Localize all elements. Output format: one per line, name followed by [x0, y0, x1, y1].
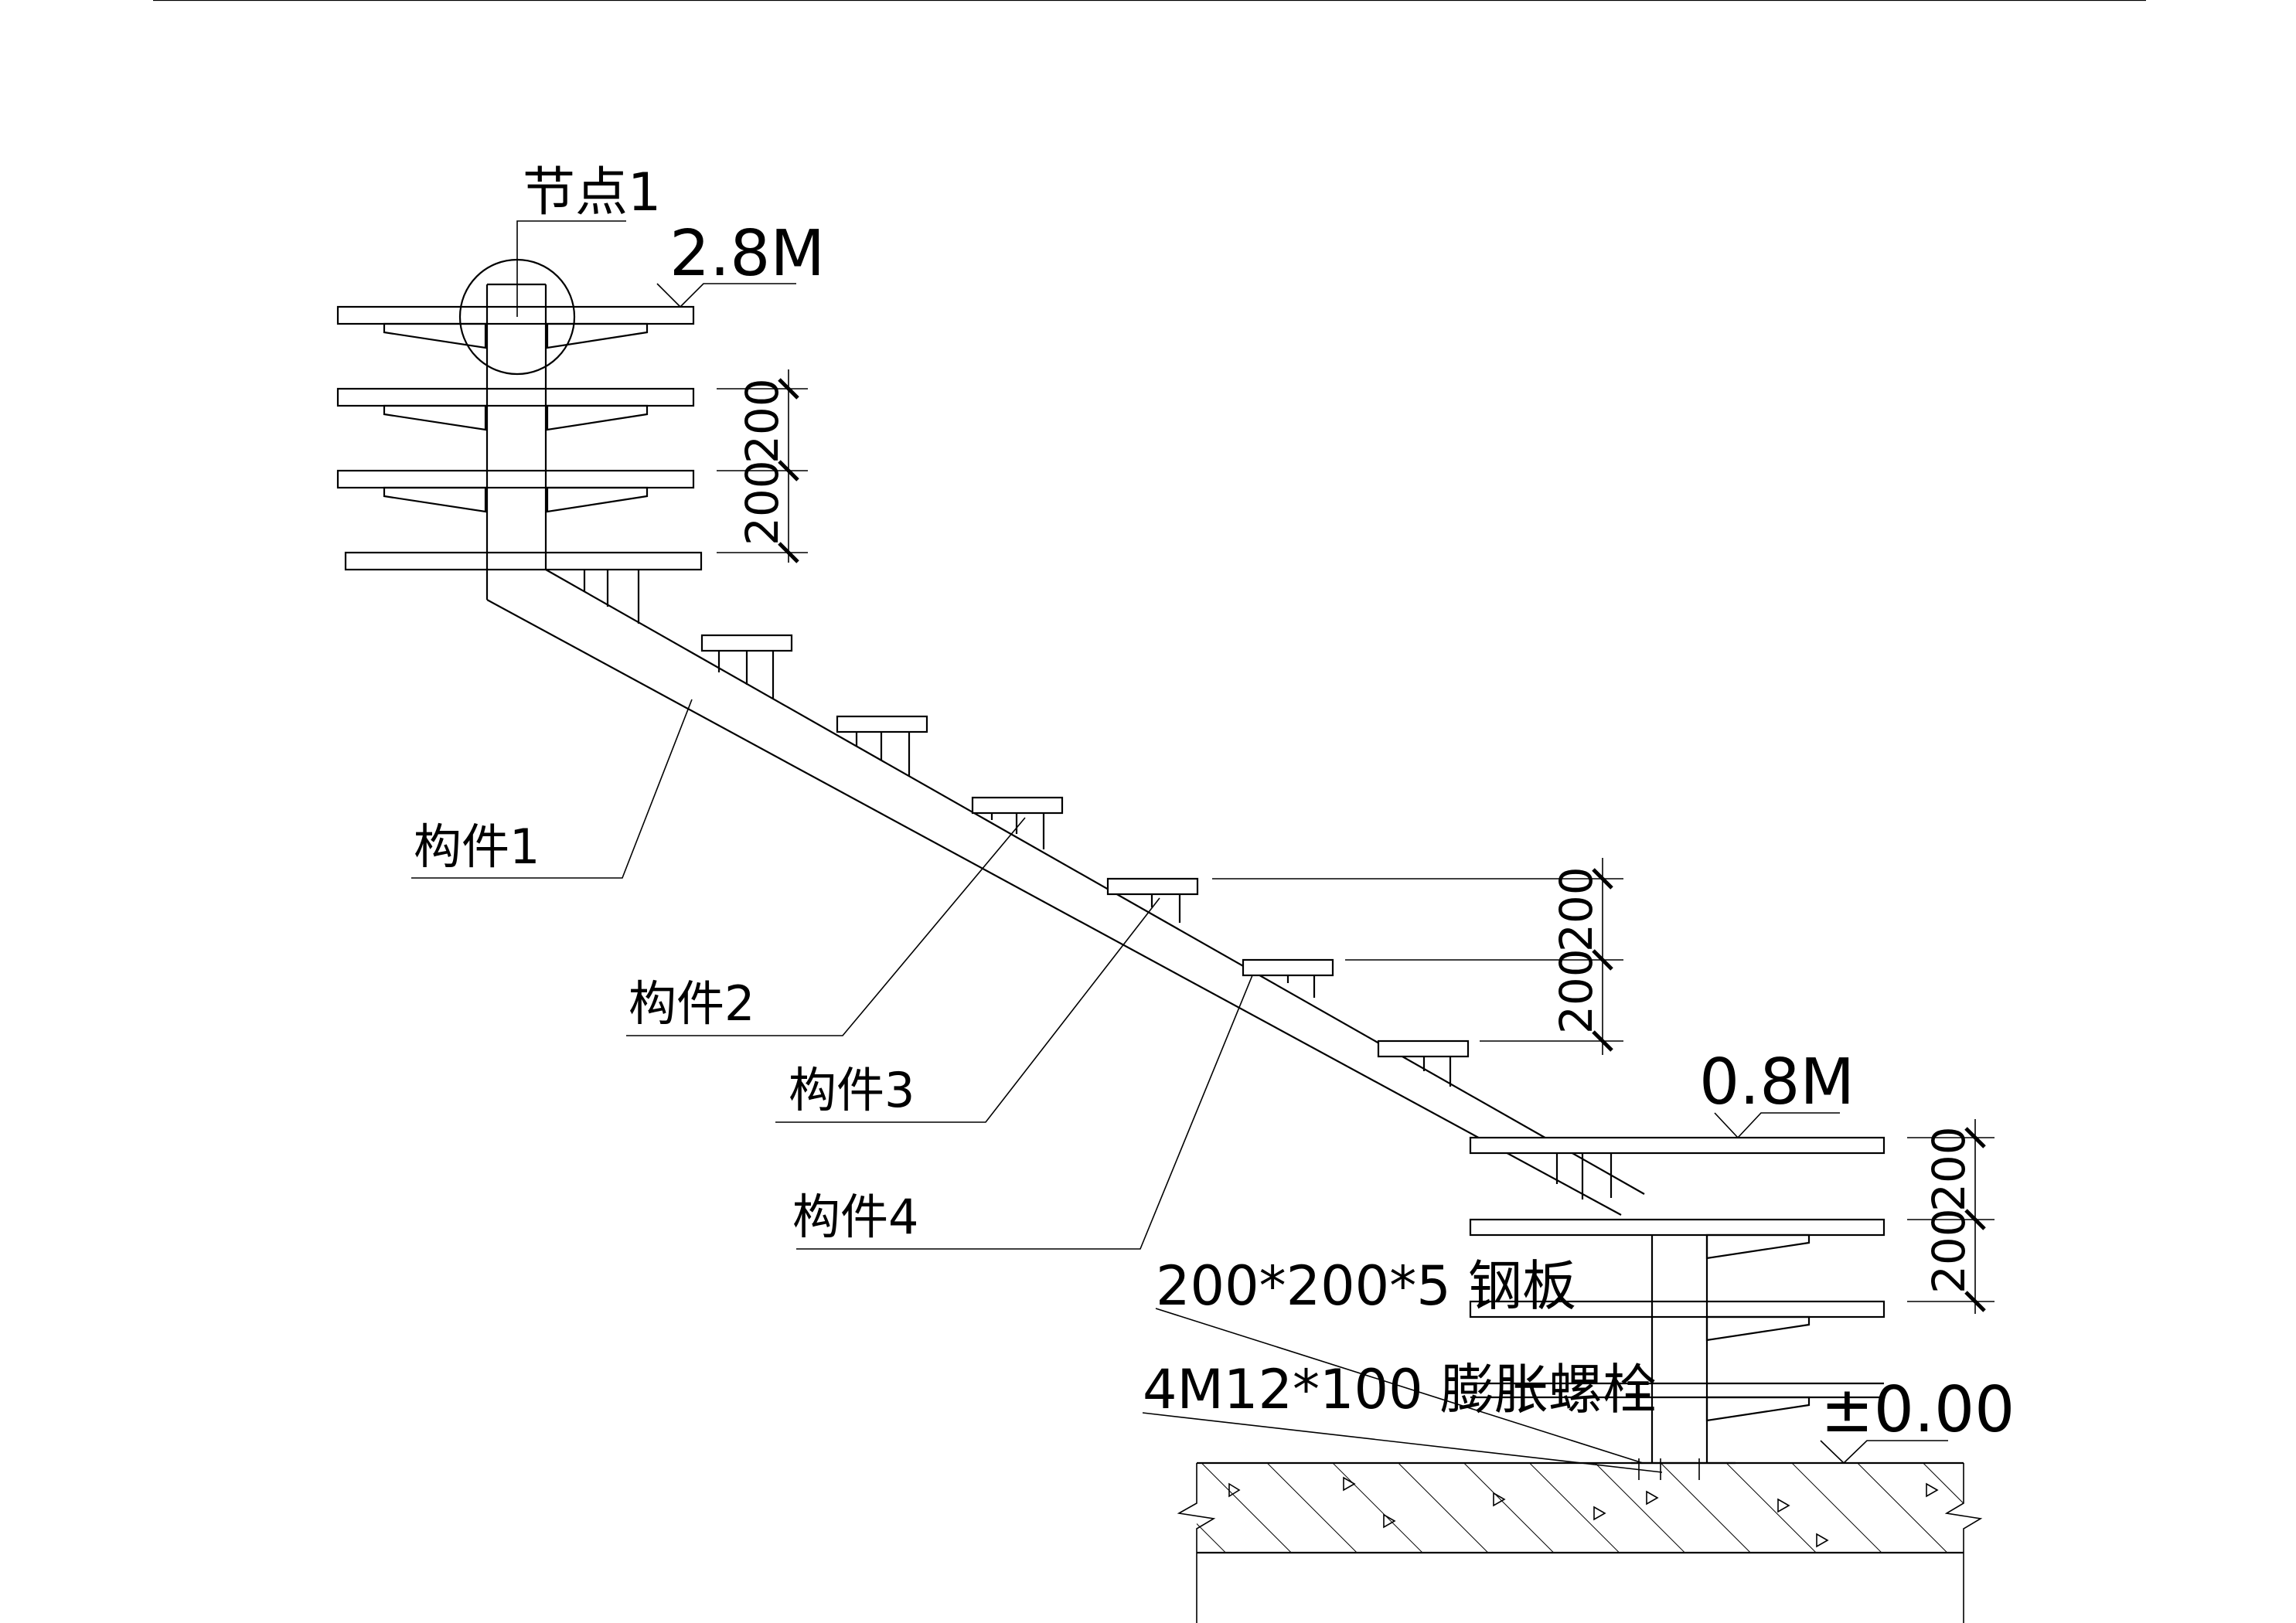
- tread: [1242, 958, 1334, 977]
- tread-bracket: [383, 404, 487, 431]
- tread: [700, 634, 793, 652]
- bolt-label: 4M12*100 膨胀螺栓: [1143, 1358, 1657, 1421]
- dim-top-lower: 200: [736, 460, 789, 546]
- dim-bottom-lower: 200: [1923, 1208, 1975, 1294]
- tread-bracket: [1705, 1396, 1811, 1422]
- tread: [336, 469, 695, 489]
- plate-callout: 200*200*5 钢板: [1155, 1254, 1644, 1464]
- tread: [1377, 1039, 1470, 1058]
- dim-mid-lower: 200: [1550, 948, 1603, 1034]
- member-2-label: 构件2: [629, 975, 755, 1032]
- elevation-top-label: 2.8M: [669, 217, 825, 291]
- node-1-leader: [516, 220, 626, 317]
- member-3-callout: 构件3: [775, 897, 1160, 1123]
- dim-top-upper: 200: [736, 378, 789, 464]
- upper-landing-treads: [336, 305, 703, 571]
- tread: [836, 715, 928, 733]
- tread: [344, 551, 703, 571]
- elevation-marker-top: 2.8M: [656, 217, 825, 308]
- tread: [1469, 1300, 1886, 1318]
- member-1-label: 构件1: [414, 818, 540, 875]
- tread: [971, 796, 1064, 815]
- tread: [1106, 877, 1199, 896]
- elevation-marker-ground: ±0.00: [1820, 1373, 2015, 1465]
- dim-mid-upper: 200: [1550, 866, 1603, 952]
- dimension-chain-top: 200 200: [717, 369, 808, 563]
- dimension-chain-bottom: 200 200: [1907, 1119, 1995, 1314]
- stringer-member-1: [485, 283, 1645, 1216]
- tread-bracket: [546, 322, 649, 349]
- tread-bracket: [383, 486, 487, 513]
- member-2-callout: 构件2: [626, 817, 1026, 1036]
- member-1-callout: 构件1: [411, 699, 693, 879]
- tread-bracket: [546, 486, 649, 513]
- member-4-label: 构件4: [792, 1189, 918, 1245]
- tread: [336, 387, 695, 407]
- sloped-step-treads: [583, 570, 1470, 1087]
- bolt-callout: 4M12*100 膨胀螺栓: [1142, 1358, 1663, 1473]
- lower-landing-treads: [1469, 1136, 1886, 1422]
- tread-bracket: [1705, 1233, 1811, 1260]
- tread-bracket: [1705, 1315, 1811, 1342]
- plate-label: 200*200*5 钢板: [1156, 1254, 1576, 1318]
- tread: [1469, 1136, 1886, 1155]
- dimension-chain-middle: 200 200: [1212, 858, 1623, 1055]
- member-4-callout: 构件4: [792, 975, 1253, 1250]
- member-3-label: 构件3: [789, 1062, 915, 1118]
- elevation-ground-label: ±0.00: [1821, 1373, 2015, 1447]
- concrete-ground-slab: [1177, 1461, 1983, 1623]
- tread-bracket: [383, 322, 487, 349]
- node-1-label: 节点1: [523, 162, 661, 223]
- dim-bottom-upper: 200: [1923, 1126, 1975, 1212]
- tread: [1469, 1218, 1886, 1237]
- elevation-marker-middle: 0.8M: [1699, 1046, 1855, 1139]
- tread: [336, 305, 695, 325]
- tread-bracket: [546, 404, 649, 431]
- elevation-mid-label: 0.8M: [1699, 1046, 1855, 1119]
